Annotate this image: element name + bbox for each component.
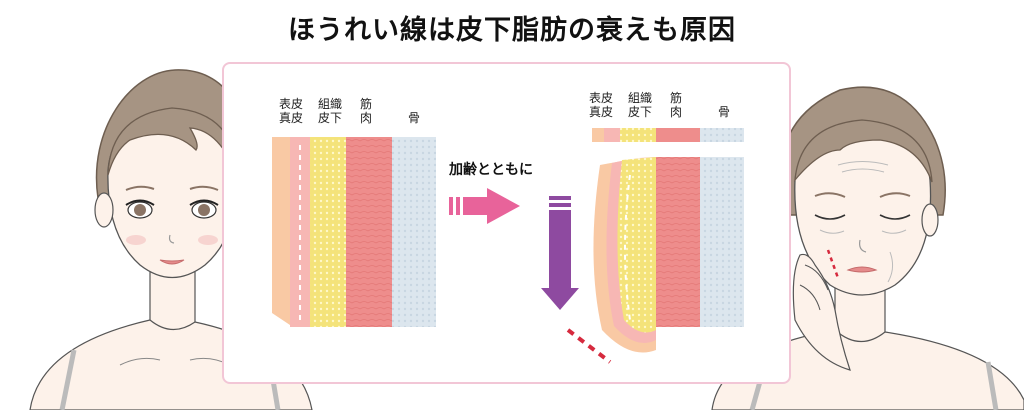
label-bone-left: 骨 (408, 111, 421, 125)
skin-block-left (272, 137, 436, 327)
label-tissue-right: 組織 (628, 91, 653, 105)
skin-block-right-top (592, 128, 744, 142)
aging-label: 加齢とともに (449, 162, 533, 178)
label-muscle-right: 筋肉 (670, 91, 683, 119)
label-subcutaneous-left: 皮下 (318, 111, 343, 125)
wrinkle-line (566, 328, 612, 364)
down-arrow-icon (541, 196, 579, 310)
label-subcutaneous-right: 皮下 (628, 105, 653, 119)
label-dermis-right: 真皮 (589, 105, 614, 119)
label-bone-right: 骨 (718, 105, 731, 119)
label-muscle-left: 筋肉 (360, 97, 373, 125)
skin-block-right-sagging (593, 157, 744, 353)
right-arrow-icon (449, 188, 520, 224)
label-epidermis-right: 表皮 (589, 91, 614, 105)
label-epidermis-left: 表皮 (279, 97, 304, 111)
label-tissue-left: 組織 (318, 97, 343, 111)
page-title: ほうれい線は皮下脂肪の衰えも原因 (288, 15, 736, 46)
label-dermis-left: 真皮 (279, 111, 304, 125)
